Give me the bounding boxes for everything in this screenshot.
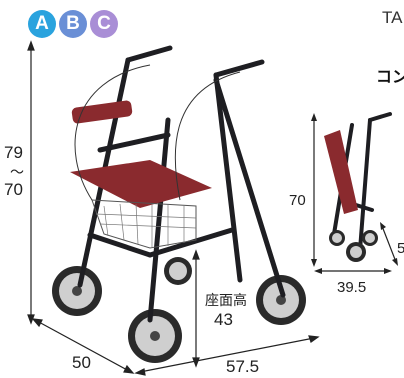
seat-cushion <box>70 160 212 208</box>
width-dimension-line <box>31 318 135 374</box>
seat-height-value: 43 <box>214 310 233 329</box>
depth-dimension-line <box>134 335 320 376</box>
folded-height-label: 70 <box>289 192 306 209</box>
folded-depth-label: 39.5 <box>337 279 367 296</box>
basket <box>91 199 197 249</box>
variant-badges: A B C <box>28 10 118 38</box>
variant-badge-a[interactable]: A <box>28 10 56 38</box>
rear-right-wheel <box>256 275 306 325</box>
backrest-pad <box>71 100 133 124</box>
folded-width-partial-label: 5 <box>397 240 404 257</box>
seat-height-dimension-line <box>192 249 200 368</box>
width-label: 50 <box>72 353 91 372</box>
front-left-wheel <box>128 309 182 363</box>
variant-badge-c[interactable]: C <box>90 10 118 38</box>
height-dimension-line <box>27 40 35 325</box>
depth-label: 57.5 <box>226 357 260 376</box>
variant-badge-b[interactable]: B <box>59 10 87 38</box>
section-fragment: コン <box>376 67 404 86</box>
seat-height-label: 座面高 <box>205 292 247 308</box>
height-max-label: 79 <box>4 143 23 162</box>
front-right-wheel <box>164 257 192 285</box>
folded-walker <box>311 112 398 274</box>
height-min-label: 70 <box>4 180 23 199</box>
rear-left-wheel <box>52 266 102 316</box>
height-range-mark: 〜 <box>10 164 24 180</box>
header-fragment: TA <box>382 8 403 27</box>
